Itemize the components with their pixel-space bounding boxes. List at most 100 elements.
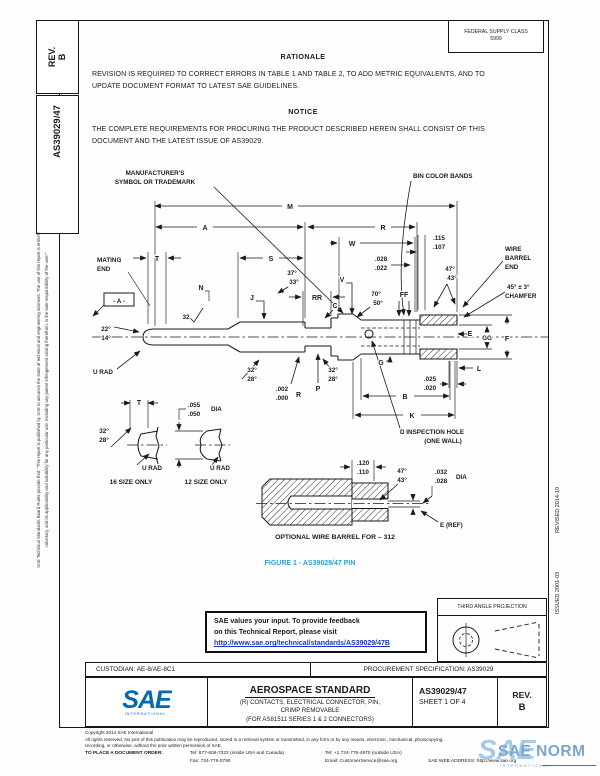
custodian-text: CUSTODIAN: AE-8/AE-8C1 (96, 666, 176, 673)
figure-label: M (287, 204, 293, 211)
figure-label: MANUFACTURER'S (126, 170, 185, 177)
figure-label: T (137, 400, 142, 407)
rev-cell-label: REV. (512, 690, 532, 700)
figure-labels: MANUFACTURER'S SYMBOL OR TRADEMARK BIN COL… (92, 169, 538, 568)
figure-label: D INSPECTION HOLE (400, 429, 464, 436)
sheet-number: SHEET 1 OF 4 (419, 698, 466, 706)
title-line2: CRIMP REMOVABLE (280, 707, 340, 715)
figure-label: .020 (424, 385, 437, 392)
figure-label: L (477, 366, 482, 373)
figure-label: T (155, 256, 160, 263)
sae-norm-watermark: SAE SAE NORM INTERNATIONAL (478, 734, 600, 776)
procurement-text: PROCUREMENT SPECIFICATION: AS39029 (363, 666, 494, 673)
footer-tel-inside: Tel: 877-606-7323 (inside USA and Canada… (190, 751, 285, 756)
figure-label: BIN COLOR BANDS (413, 173, 472, 180)
rev-cell: REV. B (498, 678, 546, 726)
figure-label: END (97, 266, 111, 273)
projection-box: THIRD ANGLE PROJECTION (437, 598, 547, 662)
figure-label: U RAD (142, 465, 162, 472)
dimension-lines (92, 180, 510, 523)
figure-label: WIRE (505, 246, 521, 253)
figure-label: 47° (445, 265, 455, 273)
figure-label: DIA (456, 474, 467, 481)
figure-label: 32° (328, 366, 338, 374)
custodian-cell: CUSTODIAN: AE-8/AE-8C1 (86, 663, 311, 676)
doc-number: AS39029/47 (419, 685, 467, 696)
figure-label: U RAD (93, 369, 113, 376)
footer-rights1: All rights reserved. No part of this pub… (85, 736, 444, 742)
figure-label: 22° (101, 325, 111, 333)
figure-label: R (380, 225, 385, 232)
footer-web: SAE WEB ADDRESS: http://www.sae.org (428, 759, 517, 764)
figure-label: F (505, 336, 510, 343)
watermark-sub-text: INTERNATIONAL (500, 763, 552, 768)
figure-label: OPTIONAL WIRE BARREL FOR – 312 (275, 534, 395, 541)
figure-label: E (468, 331, 473, 338)
notice-heading: NOTICE (288, 107, 318, 116)
figure-label: MATING (97, 257, 121, 264)
figure-label: E (REF) (440, 522, 463, 529)
feedback-line2: on this Technical Report, please visit (214, 629, 337, 636)
figure-label: 32° (99, 427, 109, 435)
figure-label: 43° (397, 476, 407, 484)
figure-label: 50° (373, 299, 383, 307)
figure-label: 45° ± 3° (507, 283, 530, 291)
projection-title: THIRD ANGLE PROJECTION (438, 599, 546, 616)
standard-title-cell: AEROSPACE STANDARD (R) CONTACTS, ELECTRI… (208, 677, 413, 726)
hatched-sections (261, 314, 458, 526)
footer-rights2: recording, or otherwise, without the pri… (85, 743, 223, 748)
figure-label: .055 (188, 402, 201, 409)
sae-logo: SAE (122, 685, 171, 714)
doc-number-cell: AS39029/47 SHEET 1 OF 4 (413, 677, 498, 726)
feedback-link[interactable]: http://www.sae.org/technical/standards/A… (214, 640, 390, 647)
main-frame (59, 20, 549, 728)
figure-label: .028 (435, 478, 448, 485)
feedback-line1: SAE values your input. To provide feedba… (214, 618, 360, 625)
sae-logo-sub: INTERNATIONAL. (124, 711, 169, 716)
fsc-line1: FEDERAL SUPPLY CLASS (464, 29, 528, 35)
figure-label: GG (482, 335, 492, 342)
figure-label: N (198, 285, 203, 292)
figure-label: FF (400, 292, 409, 299)
third-angle-projection-symbol (452, 621, 540, 659)
figure-label: DIA (211, 406, 222, 413)
figure-label: 28° (99, 436, 109, 444)
figure-label: 12 SIZE ONLY (185, 479, 228, 486)
doc-number-box: AS39029/47 (36, 95, 79, 234)
figure-label: .120 (357, 460, 370, 467)
revised-date: REVISED 2014-10 (555, 487, 561, 533)
sae-logo-cell: SAE INTERNATIONAL. (86, 677, 208, 726)
figure-label: .050 (188, 411, 201, 418)
fsc-line2: 5999 (490, 36, 502, 42)
figure-label: SYMBOL OR TRADEMARK (115, 179, 196, 186)
figure-label: G (378, 360, 384, 367)
custodian-row: CUSTODIAN: AE-8/AE-8C1 PROCUREMENT SPECI… (85, 662, 547, 677)
figure-label: 70° (371, 290, 381, 298)
title-block: SAE INTERNATIONAL. AEROSPACE STANDARD (R… (85, 676, 547, 727)
figure-label: U RAD (210, 465, 230, 472)
footer-copyright: Copyright 2014 SAE International (85, 730, 154, 735)
figure-label: .107 (433, 244, 446, 251)
figure-label: 32 (182, 314, 190, 321)
figure-label: A (202, 225, 207, 232)
figure-label: V (340, 277, 345, 284)
figure-label: .115 (433, 235, 445, 242)
figure-label: B (402, 394, 407, 401)
rationale-heading: RATIONALE (280, 52, 326, 61)
figure-label: P (316, 386, 321, 393)
figure-caption: FIGURE 1 - AS39029/47 PIN (265, 560, 356, 567)
standard-heading: AEROSPACE STANDARD (244, 685, 376, 698)
figure-label: K (409, 413, 414, 420)
figure-label: J (250, 295, 254, 302)
figure-label: (ONE WALL) (424, 438, 461, 445)
figure-label: 28° (247, 375, 257, 383)
pin-outline (137, 307, 458, 521)
procurement-cell: PROCUREMENT SPECIFICATION: AS39029 (311, 663, 546, 676)
figure-label: R (296, 392, 301, 399)
figure-label: .032 (435, 469, 448, 476)
datum-a-box (103, 292, 135, 307)
notice-body: THE COMPLETE REQUIREMENTS FOR PROCURING … (92, 126, 485, 145)
figure-label: .000 (276, 395, 289, 402)
figure-label: RR (312, 295, 322, 302)
